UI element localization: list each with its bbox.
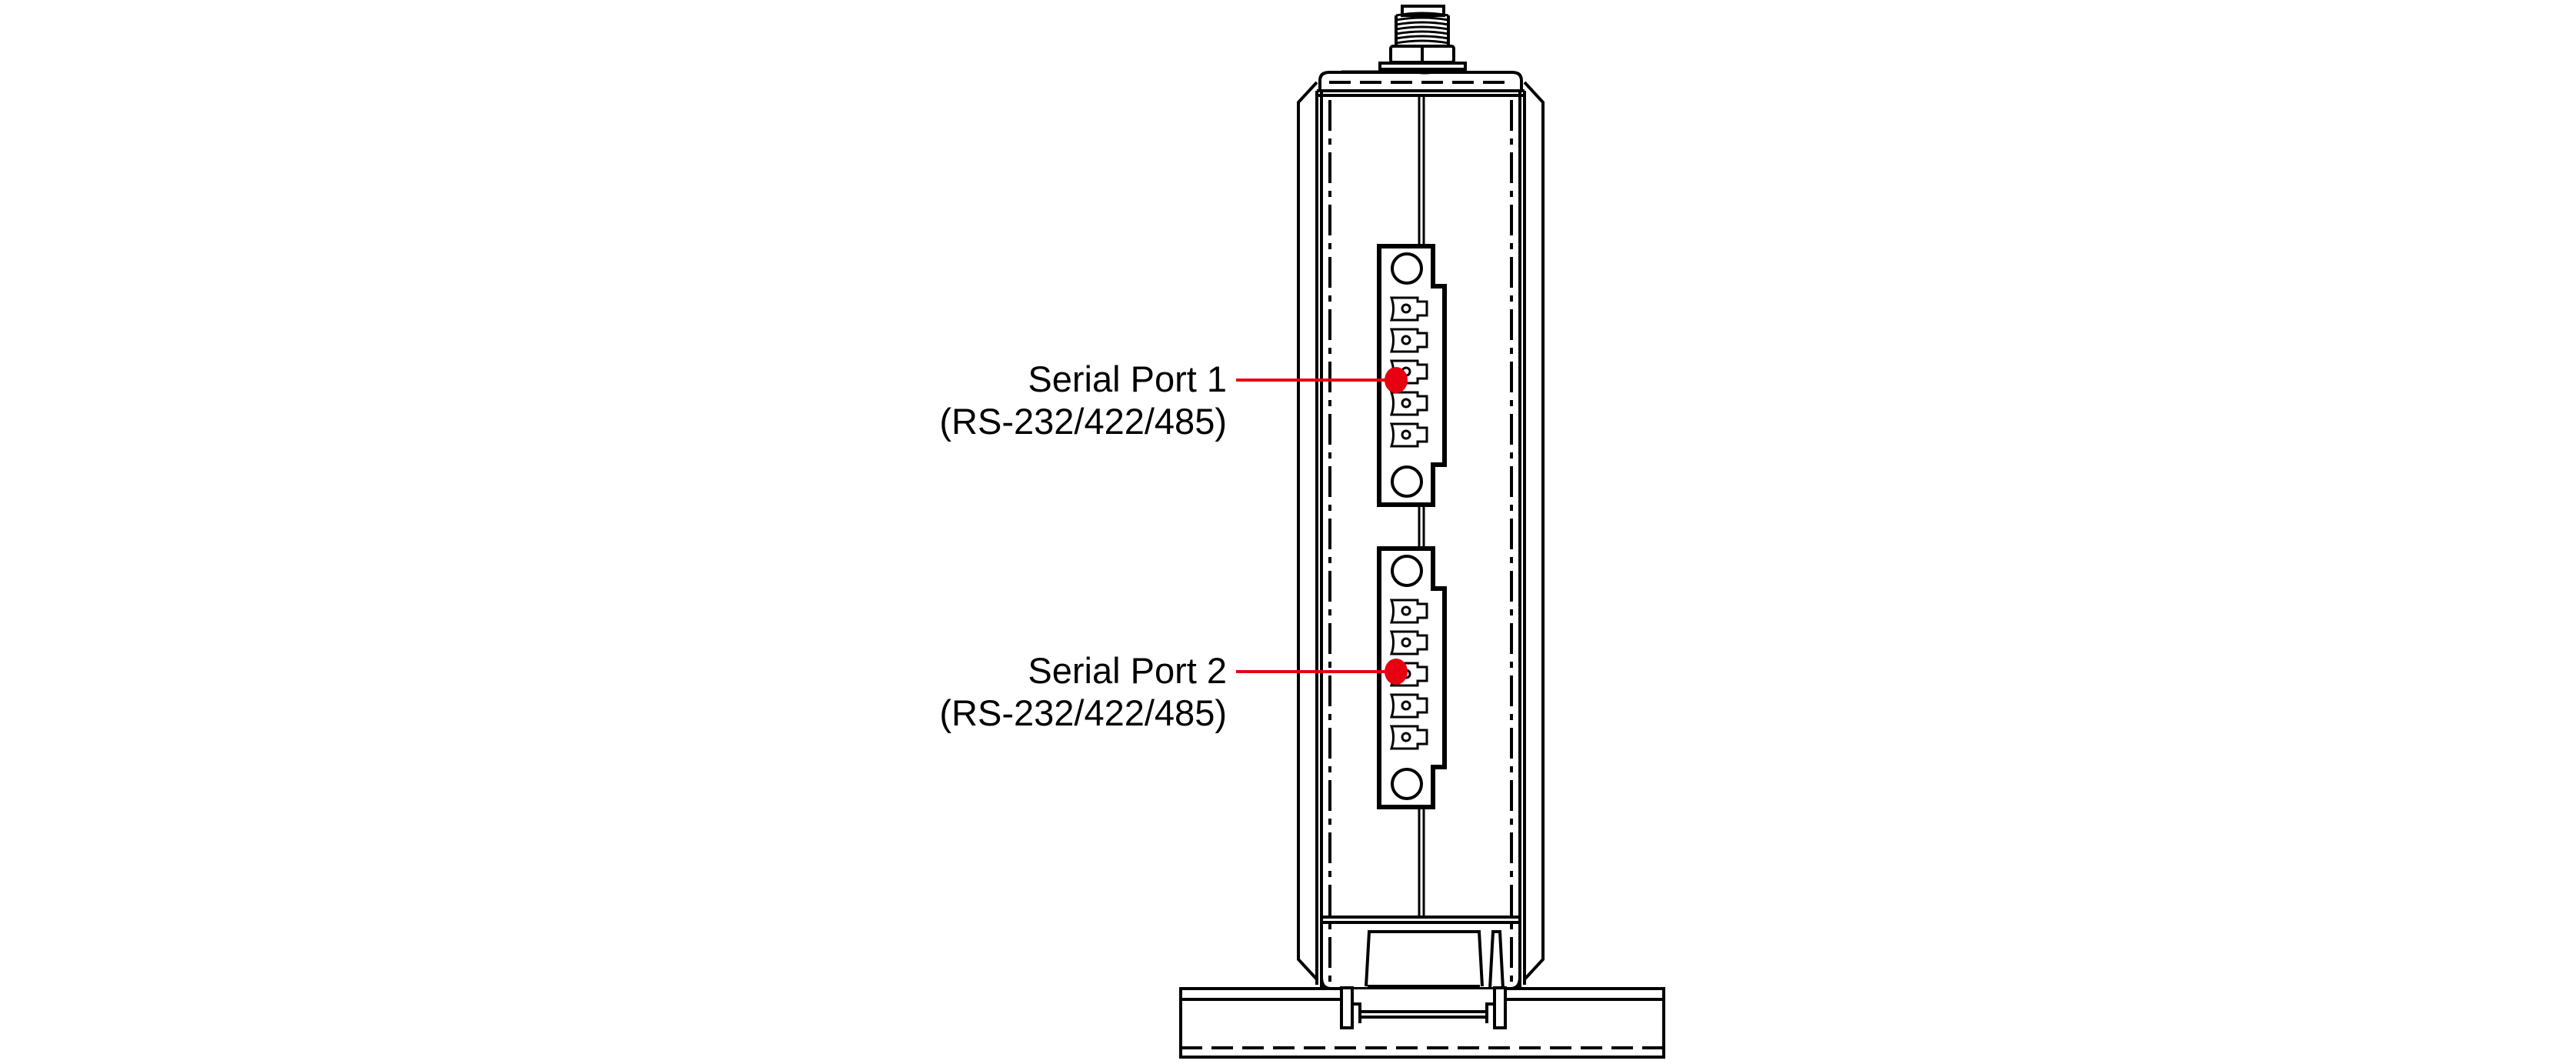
terminal-block-1-icon	[1377, 244, 1447, 507]
callout-dot-icon	[1385, 367, 1408, 393]
callout-leader-serial-port-2	[1236, 659, 1408, 685]
device-housing	[1297, 70, 1545, 990]
callout-label-serial-port-2: Serial Port 2 (RS-232/422/485)	[765, 649, 1227, 734]
callout-subtitle: (RS-232/422/485)	[939, 692, 1227, 733]
terminal-block-2-icon	[1377, 546, 1447, 809]
din-rail-icon	[1179, 986, 1665, 1059]
callout-dot-icon	[1385, 659, 1408, 685]
callout-title: Serial Port 2	[1028, 650, 1227, 691]
callout-title: Serial Port 1	[1028, 359, 1227, 399]
antenna-connector-icon	[1378, 5, 1467, 75]
callout-leader-serial-port-1	[1236, 367, 1408, 393]
callout-label-serial-port-1: Serial Port 1 (RS-232/422/485)	[765, 358, 1227, 442]
callout-subtitle: (RS-232/422/485)	[939, 401, 1227, 442]
